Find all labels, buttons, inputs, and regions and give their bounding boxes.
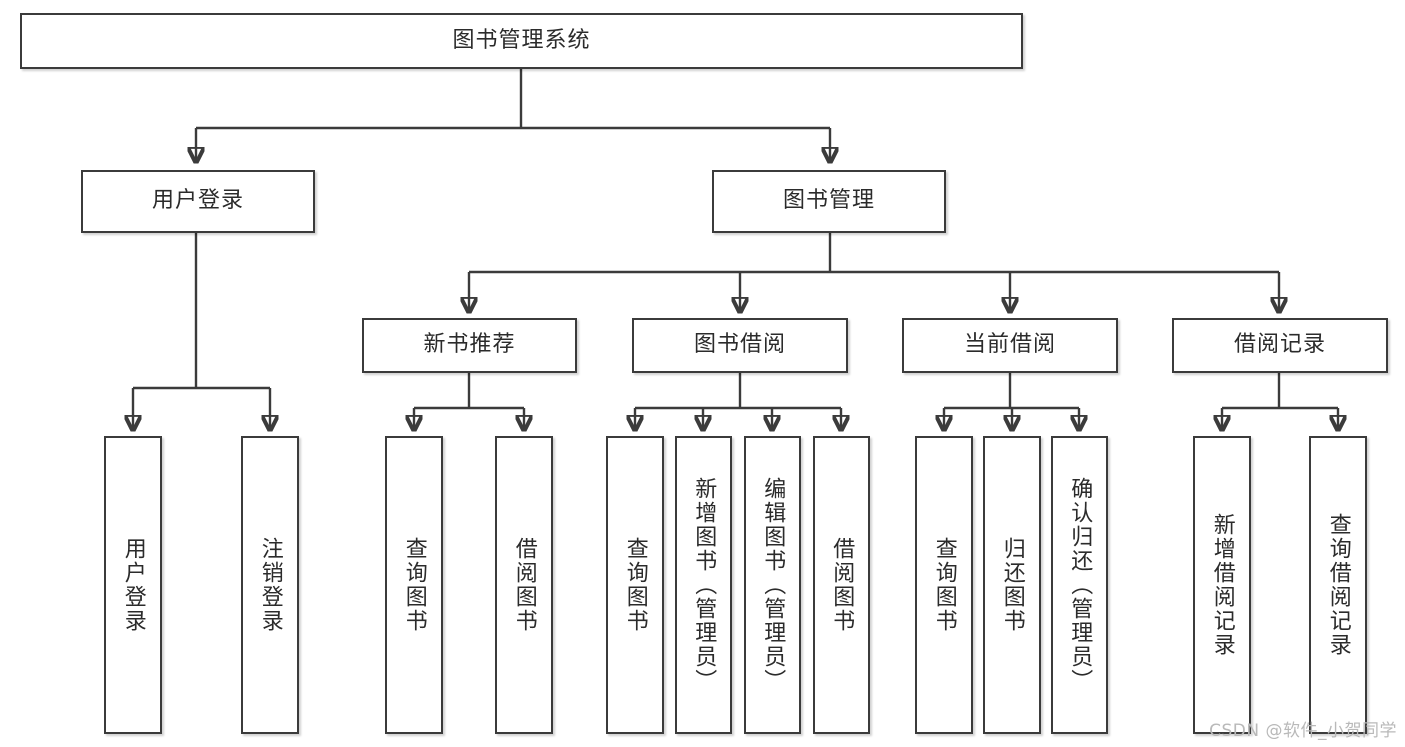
leaf-label: 查询图书 (622, 537, 648, 633)
leaf-label: 新增借阅记录 (1209, 513, 1235, 657)
leaf-logout[interactable]: 注销登录 (241, 436, 299, 734)
leaf-borrow-books-recommend[interactable]: 借阅图书 (495, 436, 553, 734)
node-user-login[interactable]: 用户登录 (81, 170, 315, 233)
leaf-return-books[interactable]: 归还图书 (983, 436, 1041, 734)
leaf-add-book-admin[interactable]: 新增图书（管理员） (675, 436, 732, 734)
node-current-borrowing[interactable]: 当前借阅 (902, 318, 1118, 373)
leaf-label: 借阅图书 (829, 537, 855, 633)
leaf-confirm-return-admin[interactable]: 确认归还（管理员） (1051, 436, 1108, 734)
node-root-library-management-system[interactable]: 图书管理系统 (20, 13, 1023, 69)
leaf-label: 用户登录 (120, 537, 146, 633)
leaf-query-books-current[interactable]: 查询图书 (915, 436, 973, 734)
node-book-management[interactable]: 图书管理 (712, 170, 946, 233)
leaf-label: 确认归还（管理员） (1067, 477, 1093, 693)
leaf-label: 查询图书 (401, 537, 427, 633)
leaf-label: 注销登录 (257, 537, 283, 633)
watermark-csdn: CSDN @软件_小贺同学 (1209, 721, 1397, 741)
node-borrowing-records[interactable]: 借阅记录 (1172, 318, 1388, 373)
leaf-borrow-books[interactable]: 借阅图书 (813, 436, 870, 734)
leaf-query-books-recommend[interactable]: 查询图书 (385, 436, 443, 734)
node-book-borrowing[interactable]: 图书借阅 (632, 318, 848, 373)
leaf-label: 新增图书（管理员） (691, 477, 717, 693)
node-new-book-recommendation[interactable]: 新书推荐 (362, 318, 577, 373)
leaf-query-borrow-record[interactable]: 查询借阅记录 (1309, 436, 1367, 734)
leaf-label: 归还图书 (999, 537, 1025, 633)
leaf-add-borrow-record[interactable]: 新增借阅记录 (1193, 436, 1251, 734)
leaf-label: 查询图书 (931, 537, 957, 633)
leaf-label: 借阅图书 (511, 537, 537, 633)
leaf-label: 查询借阅记录 (1325, 513, 1351, 657)
leaf-label: 编辑图书（管理员） (760, 477, 786, 693)
leaf-query-books-borrow[interactable]: 查询图书 (606, 436, 664, 734)
leaf-edit-book-admin[interactable]: 编辑图书（管理员） (744, 436, 801, 734)
leaf-user-login[interactable]: 用户登录 (104, 436, 162, 734)
